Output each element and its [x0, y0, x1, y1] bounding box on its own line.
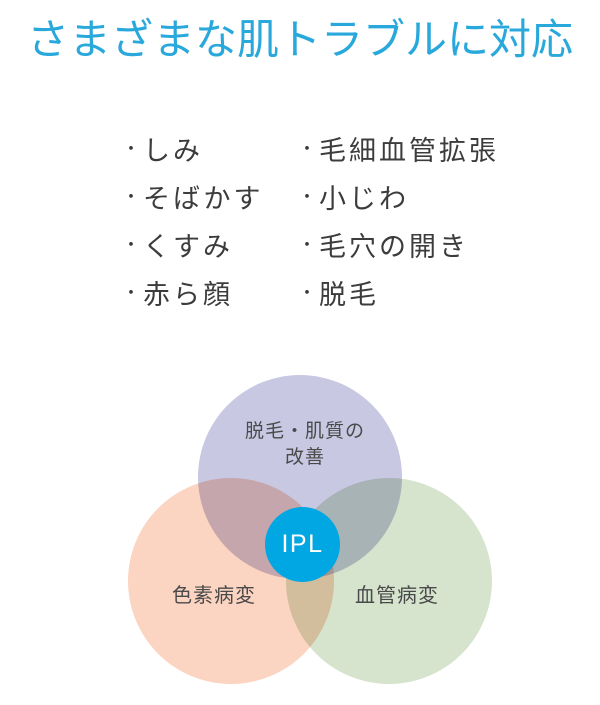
ipl-center-circle: IPL [265, 507, 340, 582]
trouble-item: ・赤ら顔 [122, 268, 298, 316]
venn-label-line2: 改善 [284, 447, 325, 468]
bullet-icon: ・ [298, 235, 316, 255]
trouble-item-label: そばかす [143, 183, 264, 214]
venn-label-vascular-lesions: 血管病変 [355, 585, 439, 607]
venn-label-hair-skin-quality: 脱毛・肌質の 改善 [205, 419, 405, 471]
trouble-list-left-column: ・しみ ・そばかす ・くすみ ・赤ら顔 [122, 124, 298, 316]
skin-trouble-list: ・しみ ・そばかす ・くすみ ・赤ら顔 ・毛細血管拡張 ・小じわ ・毛穴の開き … [0, 124, 600, 316]
trouble-item: ・毛細血管拡張 [298, 124, 499, 172]
bullet-icon: ・ [122, 283, 140, 303]
trouble-item-label: くすみ [143, 231, 233, 262]
trouble-list-right-column: ・毛細血管拡張 ・小じわ ・毛穴の開き ・脱毛 [298, 124, 499, 316]
venn-label-line1: 脱毛・肌質の [244, 421, 365, 442]
trouble-item: ・脱毛 [298, 268, 499, 316]
bullet-icon: ・ [122, 235, 140, 255]
trouble-item-label: 赤ら顔 [143, 279, 233, 310]
trouble-item-label: 小じわ [319, 183, 409, 214]
trouble-item-label: 毛細血管拡張 [319, 135, 499, 166]
bullet-icon: ・ [122, 139, 140, 159]
trouble-item: ・くすみ [122, 220, 298, 268]
trouble-item: ・毛穴の開き [298, 220, 499, 268]
trouble-item-label: しみ [143, 135, 203, 166]
venn-label-pigmented-lesions: 色素病変 [172, 585, 256, 607]
trouble-item-label: 毛穴の開き [319, 231, 469, 262]
bullet-icon: ・ [298, 283, 316, 303]
bullet-icon: ・ [298, 187, 316, 207]
trouble-item-label: 脱毛 [319, 279, 379, 310]
trouble-item: ・そばかす [122, 172, 298, 220]
trouble-item: ・しみ [122, 124, 298, 172]
ipl-label: IPL [281, 530, 324, 558]
bullet-icon: ・ [122, 187, 140, 207]
trouble-item: ・小じわ [298, 172, 499, 220]
bullet-icon: ・ [298, 139, 316, 159]
page-title: さまざまな肌トラブルに対応 [26, 18, 573, 64]
